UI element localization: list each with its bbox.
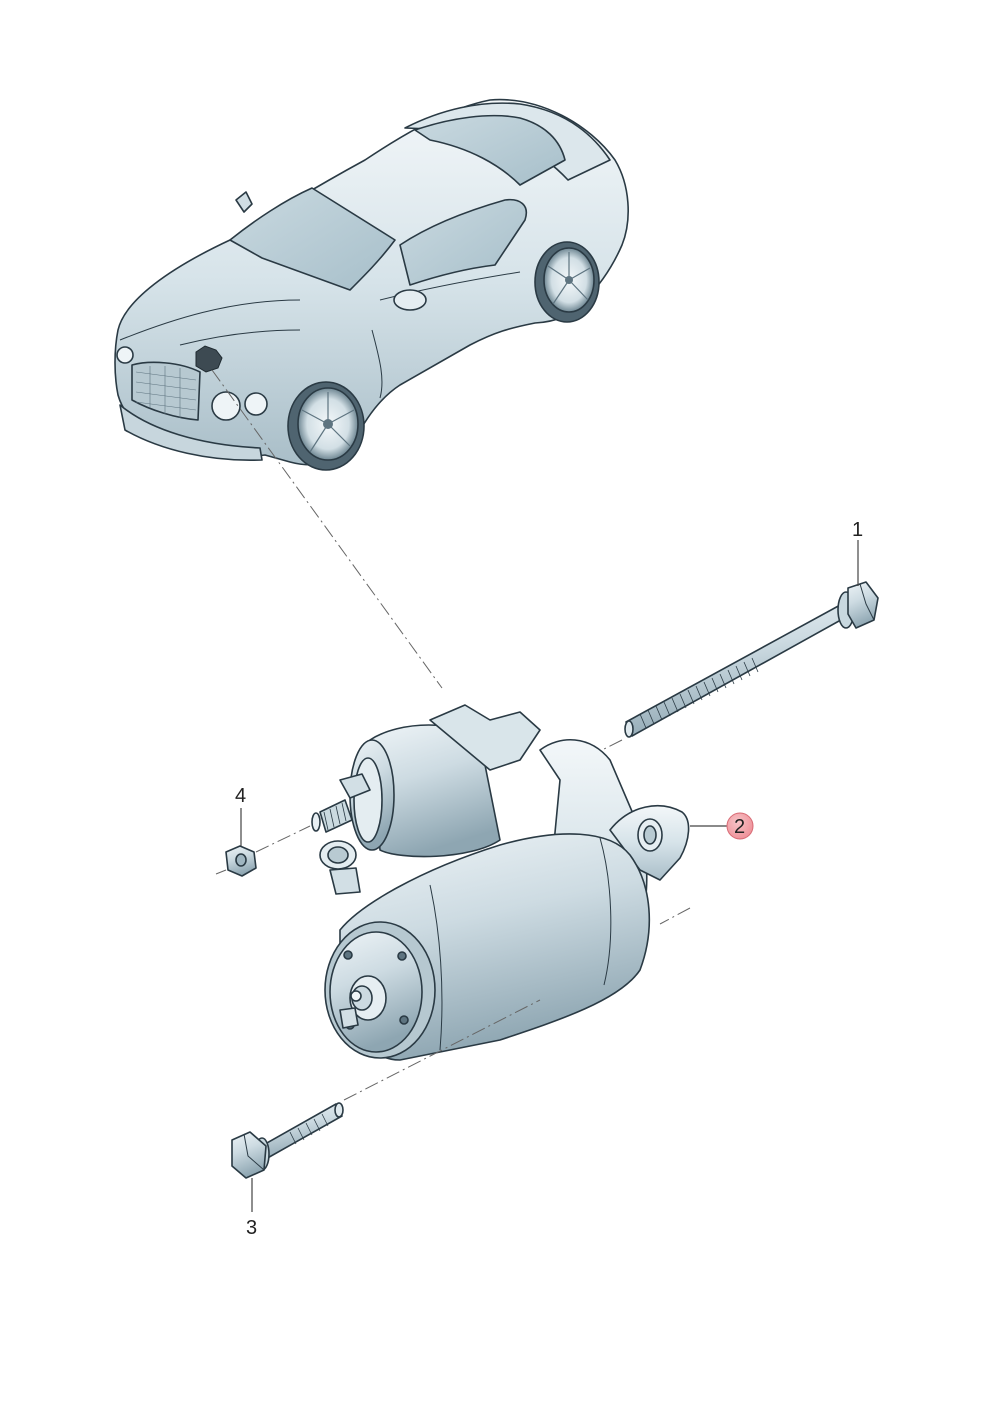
nut-axis-line bbox=[215, 869, 227, 875]
hex-nut-icon bbox=[225, 845, 257, 877]
callout-label: 2 bbox=[734, 816, 745, 838]
callout-3[interactable]: 3 bbox=[246, 1178, 257, 1239]
engine-bay-marker-icon bbox=[195, 345, 223, 373]
callout-label: 3 bbox=[246, 1217, 257, 1239]
location-leader-line bbox=[211, 369, 443, 689]
callout-4[interactable]: 4 bbox=[235, 785, 246, 846]
highlight-badge bbox=[726, 812, 754, 840]
bolt3-axis-line bbox=[343, 999, 541, 1101]
starter-motor-icon bbox=[311, 704, 690, 1061]
callout-label: 1 bbox=[852, 519, 863, 541]
callout-label: 4 bbox=[235, 785, 246, 807]
coupe-car-icon bbox=[114, 98, 629, 471]
callout-1[interactable]: 1 bbox=[852, 519, 863, 586]
bolt1-axis-line-rear bbox=[659, 907, 691, 925]
nut-axis-line-2 bbox=[255, 825, 311, 853]
short-bolt-icon bbox=[231, 1102, 344, 1179]
callout-2[interactable]: 2 bbox=[690, 812, 754, 840]
long-bolt-icon bbox=[624, 581, 879, 738]
